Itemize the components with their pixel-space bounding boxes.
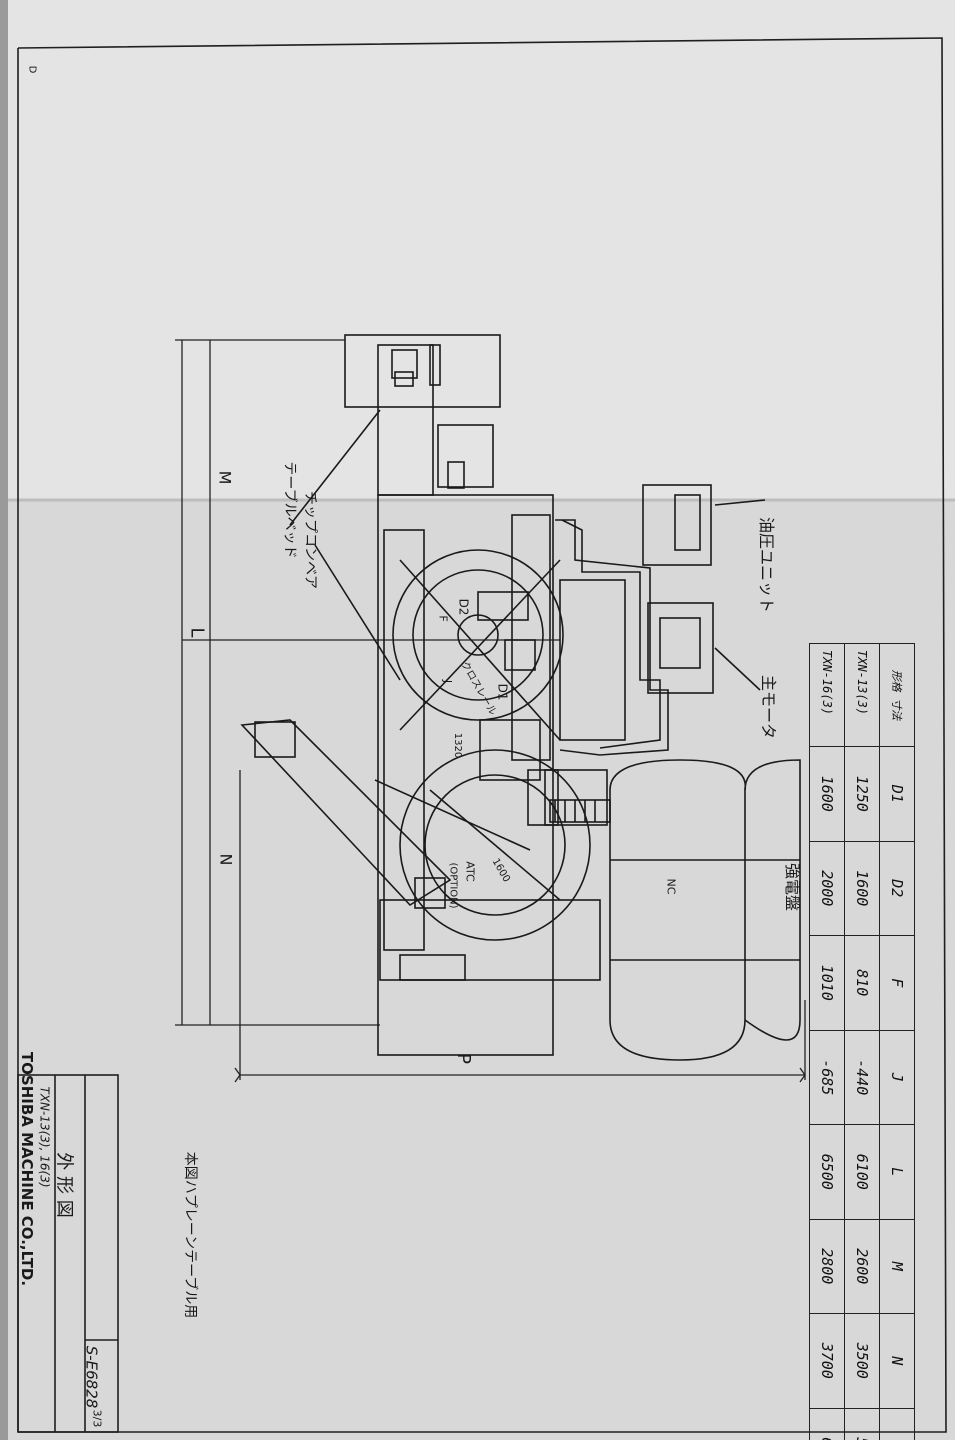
- drawing-number: S-E6828: [82, 1345, 101, 1409]
- label-dim-n: N: [216, 853, 236, 866]
- col-header: N: [879, 1313, 915, 1408]
- table-cell: 6100: [844, 1124, 880, 1219]
- label-dim-1320: 1320: [452, 732, 464, 759]
- label-hydraulic-unit: 油圧ユニット: [757, 516, 777, 614]
- table-header-row: 形格 寸法 D1 D2 F J L M N P: [879, 643, 915, 1440]
- drawing-border: [17, 37, 947, 1433]
- plane-table-note: 本図ハプレーンテーブル用: [182, 1151, 199, 1319]
- drawing-title: 外 形 図: [53, 1152, 75, 1218]
- label-atc: ATC: [463, 861, 477, 882]
- col-header: F: [879, 935, 915, 1030]
- label-j: J: [441, 679, 455, 684]
- table-cell: 1250: [844, 746, 880, 841]
- corner-letter: D: [26, 65, 38, 74]
- table-cell: 6500: [809, 1124, 845, 1219]
- dimension-table: 形格 寸法 D1 D2 F J L M N P TXN-13(3) 1250 1…: [809, 643, 915, 1440]
- label-table-bed: テーブルベッド: [281, 461, 298, 559]
- table-corner: 形格 寸法: [879, 643, 915, 747]
- table-cell: 1600: [844, 841, 880, 936]
- table-cell: 1010: [809, 935, 845, 1030]
- table-cell: -685: [809, 1030, 845, 1125]
- label-nc: NC: [664, 878, 678, 895]
- machine-outline: [240, 334, 801, 1061]
- table-cell: 2800: [809, 1219, 845, 1314]
- table-row: TXN-13(3) 1250 1600 810 -440 6100 2600 3…: [844, 643, 880, 1440]
- company-name: TOSHIBA MACHINE CO.,LTD.: [18, 1051, 37, 1287]
- col-header: M: [879, 1219, 915, 1314]
- label-chip-conveyor: チップコンベア: [302, 491, 318, 589]
- col-header: D1: [879, 746, 915, 841]
- label-d1: D1: [495, 683, 510, 701]
- table-cell: 810: [844, 935, 880, 1030]
- model-names: TXN-13(3), 16(3): [37, 1086, 52, 1188]
- label-dim-l: L: [186, 627, 208, 638]
- table-cell: 3700: [809, 1313, 845, 1408]
- label-dim-p: P: [452, 1053, 474, 1064]
- label-f: F: [436, 615, 450, 622]
- label-atc-option: (OPTION): [447, 862, 459, 909]
- table-cell: 2600: [844, 1219, 880, 1314]
- label-d2: D2: [456, 598, 471, 616]
- col-header: P: [879, 1408, 915, 1440]
- row-model: TXN-13(3): [844, 643, 880, 747]
- table-cell: -440: [844, 1030, 880, 1125]
- table-cell: 1600: [809, 746, 845, 841]
- table-row: TXN-16(3) 1600 2000 1010 -685 6500 2800 …: [809, 643, 845, 1440]
- label-main-motor: 主モータ: [759, 674, 779, 740]
- paper-upper: [8, 0, 955, 500]
- label-power-panel: 強電盤: [783, 862, 803, 912]
- col-header: L: [879, 1124, 915, 1219]
- label-dim-m: M: [215, 470, 235, 485]
- row-model: TXN-16(3): [809, 643, 845, 747]
- table-cell: 5000: [844, 1408, 880, 1440]
- table-cell: 3500: [844, 1313, 880, 1408]
- table-cell: 2000: [809, 841, 845, 936]
- col-header: J: [879, 1030, 915, 1125]
- sheet-number: 3/3: [90, 1409, 104, 1428]
- title-block-frame: [17, 1074, 119, 1433]
- paper-lower: [8, 500, 955, 1440]
- col-header: D2: [879, 841, 915, 936]
- table-cell: 6500: [809, 1408, 845, 1440]
